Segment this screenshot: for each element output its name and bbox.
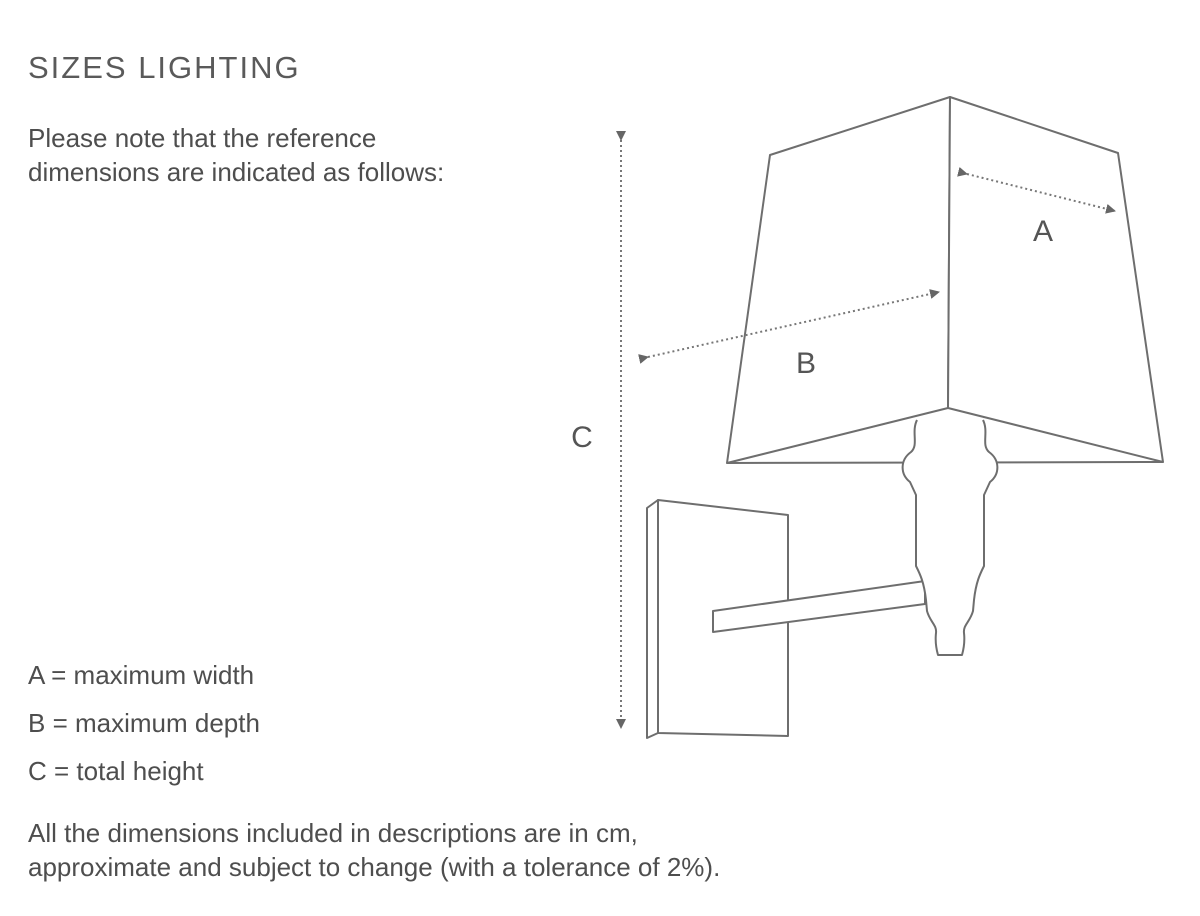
dimension-b-label: B bbox=[796, 347, 816, 380]
dimension-a-line bbox=[957, 166, 1116, 214]
lamp-arm bbox=[712, 580, 926, 633]
dimension-a-label: A bbox=[1033, 215, 1053, 248]
footnote-line-1: All the dimensions included in descripti… bbox=[28, 818, 638, 848]
intro-line-1: Please note that the reference bbox=[28, 123, 377, 153]
lamp-shade bbox=[726, 96, 1164, 464]
wall-plate-side bbox=[646, 499, 659, 739]
intro-text: Please note that the reference dimension… bbox=[28, 121, 444, 189]
lamp-column bbox=[901, 419, 999, 656]
footnote-text: All the dimensions included in descripti… bbox=[28, 816, 720, 884]
shade-left-face bbox=[726, 96, 951, 464]
page-title: SIZES LIGHTING bbox=[28, 50, 301, 85]
shade-right-face bbox=[947, 96, 1164, 463]
dimension-legend: A = maximum width B = maximum depth C = … bbox=[28, 651, 260, 795]
legend-item-a: A = maximum width bbox=[28, 660, 255, 690]
legend-item-b: B = maximum depth bbox=[28, 708, 260, 738]
intro-line-2: dimensions are indicated as follows: bbox=[28, 157, 445, 187]
footnote-line-2: approximate and subject to change (with … bbox=[28, 852, 721, 882]
dimension-c-label: C bbox=[571, 421, 593, 454]
legend-item-c: C = total height bbox=[28, 756, 204, 786]
